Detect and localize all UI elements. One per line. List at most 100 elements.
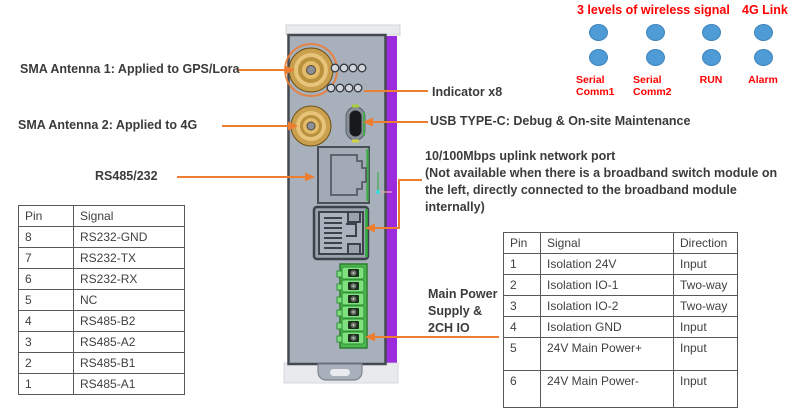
indicator-led bbox=[348, 63, 358, 73]
pin-cell: 8 bbox=[18, 226, 74, 248]
indicator-led bbox=[335, 83, 345, 93]
led-label: Serial Comm1 bbox=[576, 74, 615, 98]
signal-cell: RS232-GND bbox=[73, 226, 185, 248]
led-dot bbox=[753, 24, 773, 41]
status-led-column-serial1: Serial Comm1 bbox=[570, 24, 626, 98]
led-dot bbox=[753, 49, 773, 66]
status-led-column-alarm: Alarm bbox=[735, 24, 791, 86]
pin-cell: 1 bbox=[503, 253, 541, 275]
column-header: Signal bbox=[73, 205, 185, 227]
rj45-latch bbox=[347, 211, 361, 223]
uplink-note: (Not available when there is a broadband… bbox=[425, 166, 778, 214]
label-main-power: Main Power Supply & 2CH IO bbox=[428, 287, 498, 335]
indicator-led bbox=[330, 63, 340, 73]
din-rail-notch bbox=[330, 369, 350, 376]
status-led-column-run: RUN bbox=[683, 24, 739, 86]
signal-cell: 24V Main Power+ bbox=[540, 337, 674, 371]
usb-accent bbox=[363, 112, 365, 136]
arrow-uplink bbox=[373, 179, 422, 229]
column-header: Direction bbox=[673, 232, 738, 254]
indicator-led bbox=[353, 83, 363, 93]
led-dot bbox=[645, 24, 665, 41]
signal-cell: RS232-TX bbox=[73, 247, 185, 269]
status-group-title-wireless: 3 levels of wireless signal bbox=[577, 3, 730, 17]
signal-cell: Isolation IO-2 bbox=[540, 295, 674, 317]
usb-accent bbox=[352, 139, 359, 143]
label-usb-type-c: USB TYPE-C: Debug & On-site Maintenance bbox=[430, 114, 691, 128]
column-header: Signal bbox=[540, 232, 674, 254]
pin-cell: 1 bbox=[18, 373, 74, 395]
label-rs485-232: RS485/232 bbox=[95, 169, 158, 183]
pin-cell: 4 bbox=[503, 316, 541, 338]
table-header-row: Pin Signal bbox=[18, 205, 185, 227]
usb-accent bbox=[352, 104, 359, 108]
pin-cell: 3 bbox=[503, 295, 541, 317]
direction-cell: Two-way bbox=[673, 274, 738, 296]
signal-cell: RS485-B2 bbox=[73, 310, 185, 332]
signal-cell: Isolation 24V bbox=[540, 253, 674, 275]
uplink-title: 10/100Mbps uplink network port bbox=[425, 149, 616, 163]
status-led-column-serial2: Serial Comm2 bbox=[627, 24, 683, 98]
cad-marker bbox=[376, 172, 392, 194]
label-uplink-port: 10/100Mbps uplink network port (Not avai… bbox=[425, 148, 797, 216]
led-dot bbox=[588, 49, 608, 66]
rj45-latch bbox=[347, 243, 361, 255]
power-terminal-block bbox=[336, 263, 368, 349]
pin-cell: 2 bbox=[18, 352, 74, 374]
pin-cell: 5 bbox=[503, 337, 541, 371]
label-sma-antenna-2: SMA Antenna 2: Applied to 4G bbox=[18, 118, 198, 132]
pin-cell: 5 bbox=[18, 289, 74, 311]
indicator-led bbox=[326, 83, 336, 93]
signal-cell: Isolation IO-1 bbox=[540, 274, 674, 296]
rj45-jack-outline bbox=[330, 154, 367, 196]
rj45-pins bbox=[324, 217, 342, 249]
direction-cell: Input bbox=[673, 337, 738, 371]
indicator-led bbox=[339, 63, 349, 73]
signal-cell: RS232-RX bbox=[73, 268, 185, 290]
device-side-purple-strip bbox=[386, 36, 397, 372]
pin-cell: 4 bbox=[18, 310, 74, 332]
pin-cell: 6 bbox=[503, 370, 541, 408]
terminal-cells bbox=[336, 266, 365, 345]
led-dot bbox=[588, 24, 608, 41]
column-header: Pin bbox=[503, 232, 541, 254]
led-label: Alarm bbox=[748, 74, 778, 86]
pin-cell: 2 bbox=[503, 274, 541, 296]
device-illustration bbox=[283, 24, 401, 384]
label-indicator: Indicator x8 bbox=[432, 85, 503, 99]
signal-cell: RS485-A1 bbox=[73, 373, 185, 395]
table-header-row: Pin Signal Direction bbox=[503, 232, 738, 254]
led-dot bbox=[701, 24, 721, 41]
annotation-arrows bbox=[177, 65, 499, 342]
rj45-port-2 bbox=[312, 205, 370, 261]
indicator-leds bbox=[326, 63, 367, 93]
pin-cell: 3 bbox=[18, 331, 74, 353]
pin-cell: 7 bbox=[18, 247, 74, 269]
device-top-cap bbox=[285, 24, 401, 36]
signal-cell: RS485-A2 bbox=[73, 331, 185, 353]
signal-cell: 24V Main Power- bbox=[540, 370, 674, 408]
direction-cell: Input bbox=[673, 253, 738, 275]
column-header: Pin bbox=[18, 205, 74, 227]
led-dot bbox=[645, 49, 665, 66]
rj45-port-1 bbox=[317, 146, 370, 204]
direction-cell: Two-way bbox=[673, 295, 738, 317]
usb-type-c-port bbox=[345, 104, 366, 143]
status-group-title-4g: 4G Link bbox=[742, 3, 788, 17]
